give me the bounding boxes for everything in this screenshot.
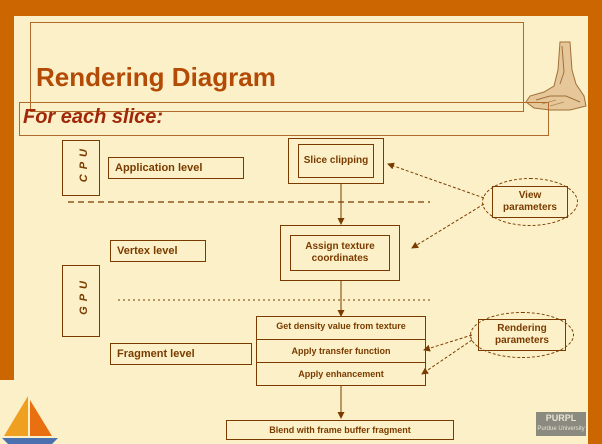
sail-logo-icon <box>2 396 58 444</box>
assign-texture-box: Assign texture coordinates <box>290 235 390 271</box>
fragment-step-enhancement: Apply enhancement <box>298 369 384 379</box>
vertex-level-label: Vertex level <box>110 240 206 262</box>
cpu-frame <box>62 140 100 196</box>
anatomy-foot-illustration <box>525 41 587 111</box>
purpl-logo: PURPL Purdue University <box>536 412 586 436</box>
purpl-logo-subtext: Purdue University <box>537 426 585 432</box>
view-parameters-label: View parameters <box>492 186 568 218</box>
fragment-level-label: Fragment level <box>110 343 252 365</box>
application-level-label: Application level <box>108 157 244 179</box>
title-frame <box>30 22 524 112</box>
slide-subtitle: For each slice: <box>23 106 164 128</box>
step-divider <box>257 339 425 340</box>
blend-box: Blend with frame buffer fragment <box>226 420 454 440</box>
view-parameters-ellipse <box>482 178 578 226</box>
right-accent-bar <box>588 0 602 444</box>
fragment-step-density: Get density value from texture <box>276 321 406 331</box>
subtitle-frame <box>19 102 549 136</box>
slice-clipping-outer <box>288 138 384 184</box>
rendering-parameters-label: Rendering parameters <box>478 319 566 351</box>
step-divider <box>257 362 425 363</box>
assign-texture-outer <box>280 225 400 281</box>
fragment-steps-frame: Get density value from texture Apply tra… <box>256 316 426 386</box>
fragment-step-transfer: Apply transfer function <box>291 346 391 356</box>
gpu-frame <box>62 265 100 337</box>
slice-clipping-box: Slice clipping <box>298 144 374 178</box>
top-accent-bar <box>0 0 602 16</box>
purpl-logo-text: PURPL <box>545 413 577 423</box>
rendering-parameters-ellipse <box>470 312 574 358</box>
slide-title: Rendering Diagram <box>36 62 276 92</box>
left-accent-bar <box>0 0 14 380</box>
